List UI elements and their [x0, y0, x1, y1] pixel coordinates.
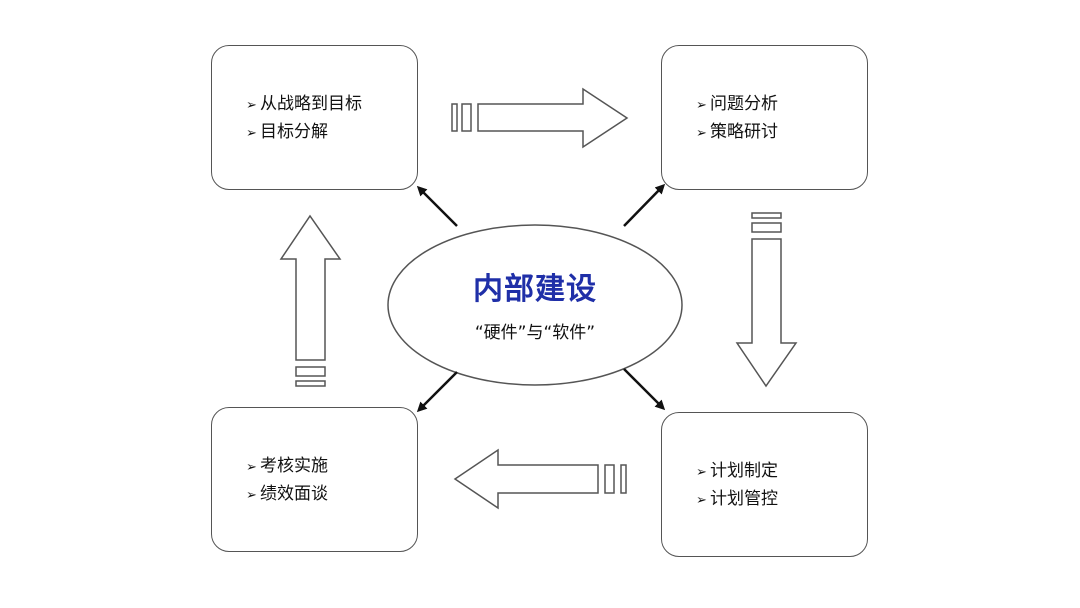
list-item-label: 绩效面谈: [260, 484, 328, 504]
bullet-arrow-icon: ➢: [696, 493, 707, 508]
connector-arrow-bottom-left: [416, 371, 458, 413]
list-item: ➢问题分析: [696, 91, 778, 119]
bullet-arrow-icon: ➢: [696, 465, 707, 480]
connector-arrow-top-left: [416, 185, 458, 227]
box-strategy: ➢从战略到目标 ➢目标分解: [211, 45, 418, 190]
box-analysis-list: ➢问题分析 ➢策略研讨: [696, 91, 778, 147]
list-item: ➢策略研讨: [696, 119, 778, 147]
center-subtitle: “硬件”与“软件”: [474, 323, 596, 343]
list-item-label: 目标分解: [260, 122, 328, 142]
list-item: ➢计划管控: [696, 486, 778, 514]
flow-arrow-left: [453, 448, 627, 510]
center-ellipse: [387, 224, 683, 386]
list-item-label: 考核实施: [260, 456, 328, 476]
bullet-arrow-icon: ➢: [246, 460, 257, 475]
bullet-arrow-icon: ➢: [696, 126, 707, 141]
list-item-label: 问题分析: [710, 94, 778, 114]
list-item: ➢考核实施: [246, 453, 328, 481]
center-title: 内部建设: [473, 272, 597, 307]
list-item-label: 计划管控: [710, 489, 778, 509]
flow-arrow-right: [451, 87, 629, 149]
box-assessment: ➢考核实施 ➢绩效面谈: [211, 407, 418, 552]
box-analysis: ➢问题分析 ➢策略研讨: [661, 45, 868, 190]
box-planning-list: ➢计划制定 ➢计划管控: [696, 458, 778, 514]
list-item: ➢计划制定: [696, 458, 778, 486]
bullet-arrow-icon: ➢: [246, 488, 257, 503]
list-item-label: 从战略到目标: [260, 94, 362, 114]
list-item-label: 计划制定: [710, 461, 778, 481]
list-item: ➢从战略到目标: [246, 91, 362, 119]
flow-arrow-up: [279, 214, 342, 387]
list-item-label: 策略研讨: [710, 122, 778, 142]
flow-arrow-down: [735, 212, 798, 388]
box-assessment-list: ➢考核实施 ➢绩效面谈: [246, 453, 328, 509]
connector-arrow-top-right: [623, 183, 666, 227]
list-item: ➢绩效面谈: [246, 481, 328, 509]
bullet-arrow-icon: ➢: [696, 98, 707, 113]
box-strategy-list: ➢从战略到目标 ➢目标分解: [246, 91, 362, 147]
bullet-arrow-icon: ➢: [246, 98, 257, 113]
box-planning: ➢计划制定 ➢计划管控: [661, 412, 868, 557]
connector-arrow-bottom-right: [623, 368, 666, 411]
bullet-arrow-icon: ➢: [246, 126, 257, 141]
list-item: ➢目标分解: [246, 119, 362, 147]
